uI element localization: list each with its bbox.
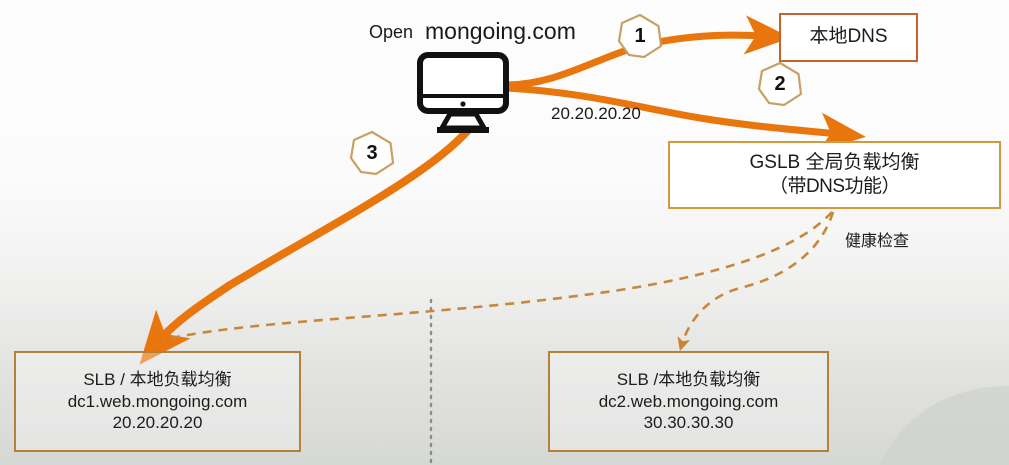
step-badge-1: 1	[617, 13, 663, 59]
open-prefix-label: Open	[369, 22, 414, 42]
node-gslb: GSLB 全局负载均衡 （带DNS功能）	[668, 141, 1001, 209]
desktop-monitor-icon	[417, 52, 509, 133]
client-ip-label: 20.20.20.20	[551, 104, 641, 123]
node-local-dns: 本地DNS	[779, 13, 918, 62]
step-number: 1	[634, 24, 646, 47]
node-slb-dc2: SLB /本地负载均衡 dc2.web.mongoing.com 30.30.3…	[548, 351, 829, 452]
node-slb-dc1-line1: SLB / 本地负载均衡	[83, 369, 232, 389]
node-gslb-line2: （带DNS功能）	[768, 176, 901, 197]
node-slb-dc2-line2: dc2.web.mongoing.com	[598, 391, 779, 411]
node-slb-dc1-line2: dc1.web.mongoing.com	[67, 391, 248, 411]
step-badge-2: 2	[757, 61, 803, 107]
node-slb-dc1: SLB / 本地负载均衡 dc1.web.mongoing.com 20.20.…	[14, 351, 301, 452]
node-slb-dc1-line3: 20.20.20.20	[112, 413, 203, 433]
node-local-dns-label: 本地DNS	[809, 26, 888, 48]
health-check-label: 健康检查	[845, 233, 910, 250]
node-gslb-line1: GSLB 全局负载均衡	[749, 151, 920, 173]
heptagon-shape	[349, 130, 395, 176]
heptagon-shape	[617, 13, 663, 59]
node-slb-dc2-line3: 30.30.30.30	[643, 413, 734, 433]
corner-curve-shape	[880, 386, 1009, 465]
heptagon-shape	[757, 61, 803, 107]
step-number: 2	[774, 72, 786, 95]
node-slb-dc2-line1: SLB /本地负载均衡	[616, 369, 761, 389]
step-number: 3	[366, 141, 378, 164]
step-badge-3: 3	[349, 130, 395, 176]
domain-label: mongoing.com	[425, 18, 576, 44]
